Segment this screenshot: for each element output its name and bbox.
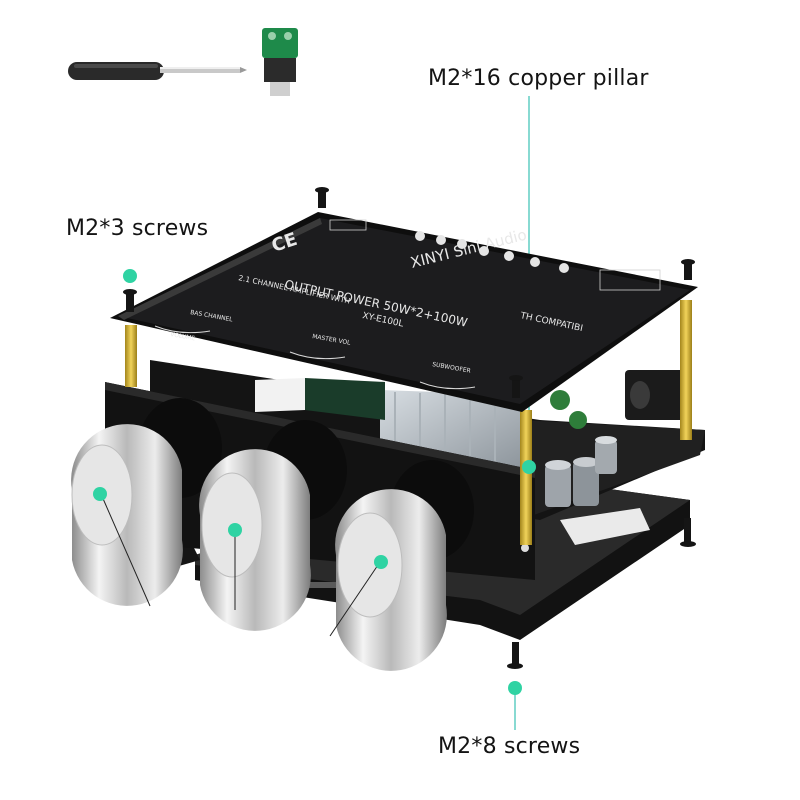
copper-pillars <box>125 300 692 545</box>
screwdriver-icon <box>68 62 247 80</box>
knob-leader-lines <box>100 493 381 637</box>
dc-barrel-connector-icon <box>262 28 298 96</box>
volume-knob-sub[interactable] <box>335 489 447 671</box>
volume-knob-left[interactable] <box>71 424 183 606</box>
capacitors <box>545 390 617 507</box>
callout-markers <box>93 269 536 695</box>
bluetooth-module <box>255 378 385 420</box>
m2-8-screws-label: M2*8 screws <box>438 734 581 759</box>
left-tag-label: VOLUME <box>170 331 196 342</box>
top-cover-plate <box>110 212 698 412</box>
dc-jack <box>625 370 685 420</box>
m2-3-screws-label: M2*3 screws <box>66 216 209 241</box>
copper-pillar-label: M2*16 copper pillar <box>428 66 649 91</box>
volume-knob-master[interactable] <box>199 449 311 631</box>
